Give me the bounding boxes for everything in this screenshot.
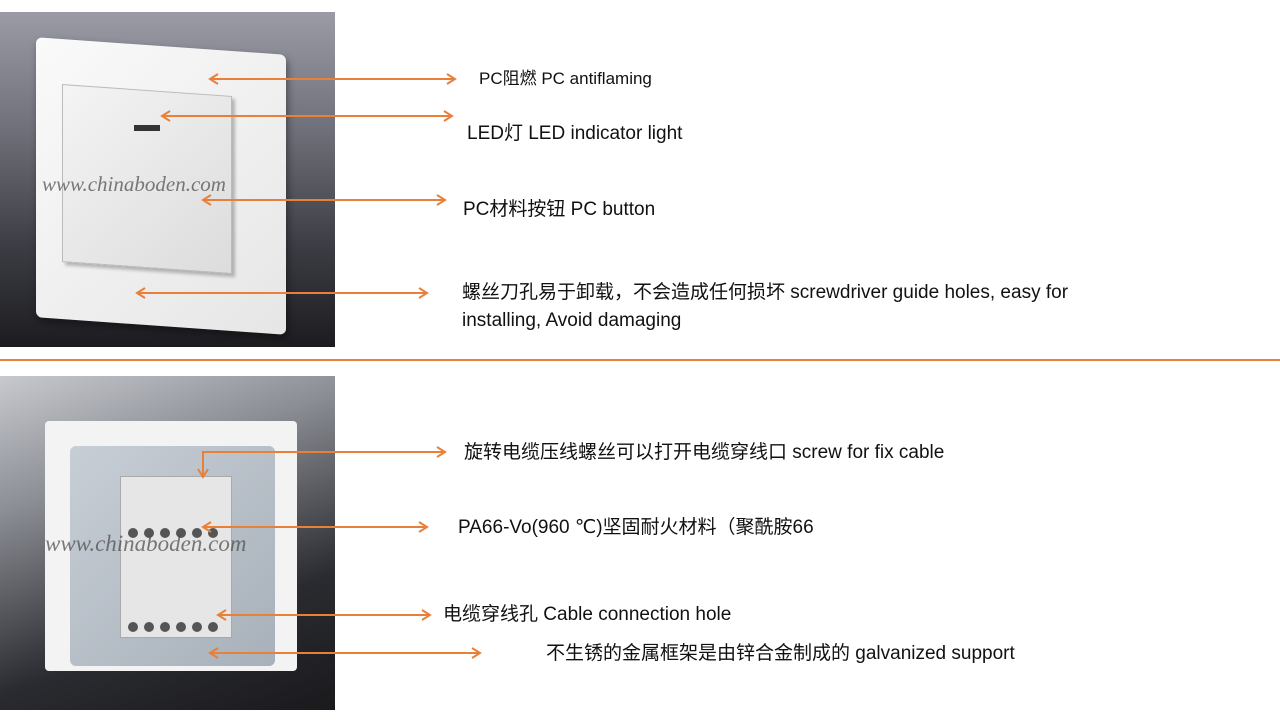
watermark: www.chinaboden.com (45, 531, 247, 556)
arrow-screw-holes (135, 287, 429, 299)
label-led-indicator: LED灯 LED indicator light (467, 123, 683, 144)
watermark: www.chinaboden.com (42, 172, 226, 196)
terminal-holes-top (128, 528, 218, 538)
label-galvanized-support: 不生锈的金属框架是由锌合金制成的 galvanized support (546, 643, 1015, 664)
label-fix-cable: 旋转电缆压线螺丝可以打开电缆穿线口 screw for fix cable (464, 442, 945, 463)
section-divider (0, 359, 1280, 361)
terminal-block (120, 476, 232, 638)
label-screwdriver-holes-cont: installing, Avoid damaging (462, 310, 682, 331)
led-indicator (134, 125, 160, 131)
label-screwdriver-holes: 螺丝刀孔易于卸载，不会造成任何损坏 screwdriver guide hole… (462, 282, 1069, 303)
switch-back-photo: www.chinaboden.com (0, 376, 335, 710)
arrow-pa66 (201, 521, 429, 533)
arrow-button (201, 194, 447, 206)
label-pa66: PA66-Vo(960 ℃)坚固耐火材料（聚酰胺66 (458, 517, 814, 538)
label-pc-antiflaming: PC阻燃 PC antiflaming (479, 69, 652, 88)
label-pc-button: PC材料按钮 PC button (463, 199, 656, 220)
arrow-led (160, 110, 454, 122)
arrow-fix-cable (197, 446, 447, 479)
label-cable-hole: 电缆穿线孔 Cable connection hole (443, 604, 732, 625)
switch-front-photo: www.chinaboden.com (0, 12, 335, 347)
terminal-holes-bottom (128, 622, 218, 632)
arrow-antiflaming (208, 73, 457, 85)
arrow-cable-hole (216, 609, 432, 621)
arrow-galvanized (208, 647, 482, 659)
